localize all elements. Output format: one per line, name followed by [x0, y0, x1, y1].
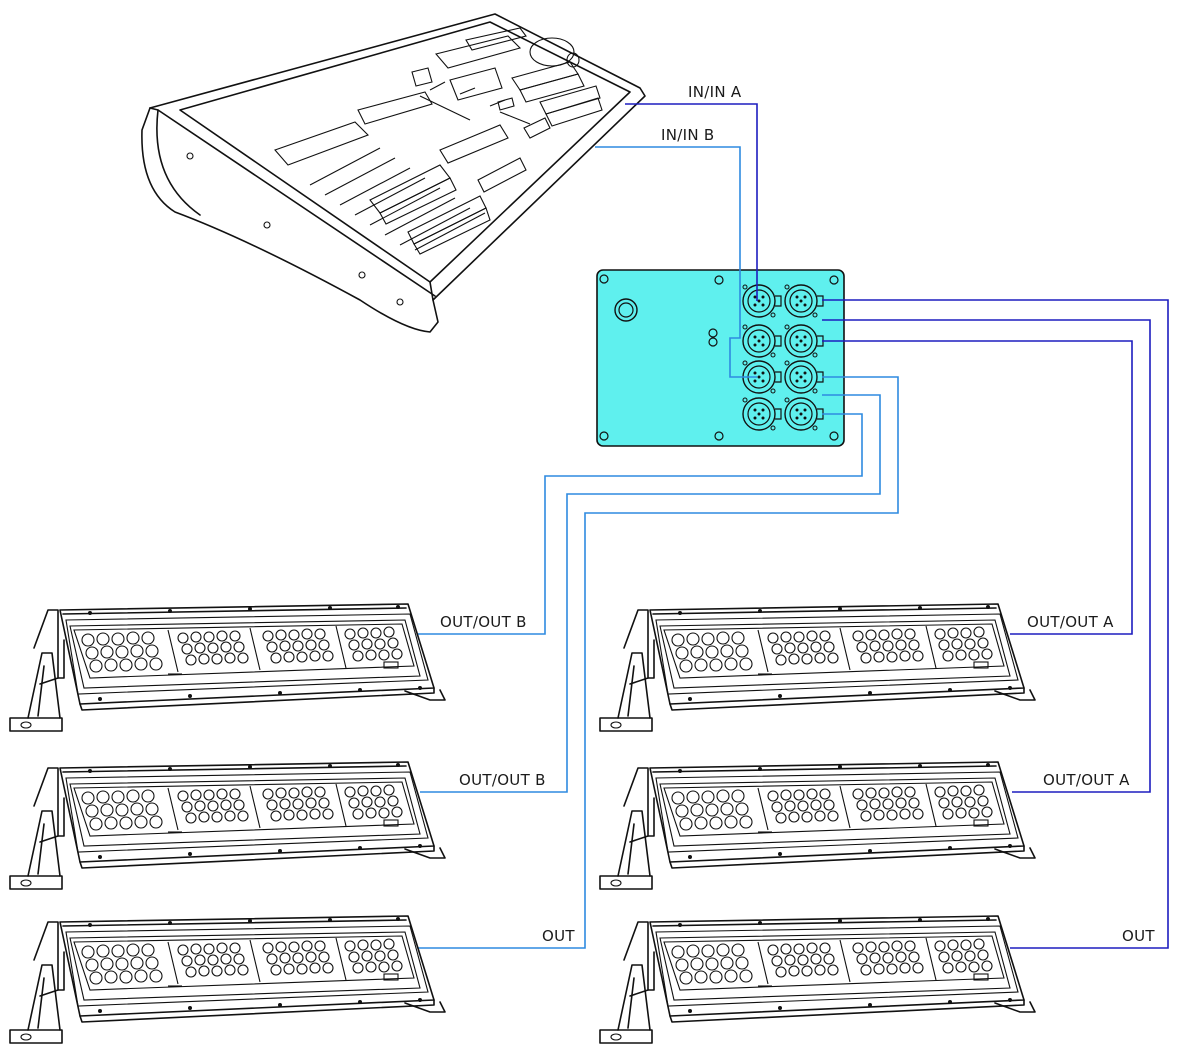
fixture-left-3: [9, 915, 446, 1044]
label-left-out-2: OUT/OUT B: [459, 771, 546, 789]
label-left-out-3: OUT: [542, 927, 575, 945]
fixture-right-2: [599, 761, 1036, 890]
cable-in-a: [625, 103, 758, 301]
label-right-out-1: OUT/OUT A: [1027, 613, 1114, 631]
label-right-out-3: OUT: [1122, 927, 1155, 945]
fixture-left-1: [9, 603, 446, 732]
cable-out-a: [822, 299, 1169, 949]
cable-out-b: [418, 376, 899, 949]
fixture-left-2: [9, 761, 446, 890]
fixture-right-3: [599, 915, 1036, 1044]
label-right-out-2: OUT/OUT A: [1043, 771, 1130, 789]
cable-in-b: [595, 146, 757, 378]
dmx-splitter: [596, 269, 845, 447]
label-left-out-1: OUT/OUT B: [440, 613, 527, 631]
label-in-b: IN/IN B: [661, 126, 715, 144]
lighting-console: [141, 13, 646, 333]
label-in-a: IN/IN A: [688, 83, 742, 101]
fixture-right-1: [599, 603, 1036, 732]
